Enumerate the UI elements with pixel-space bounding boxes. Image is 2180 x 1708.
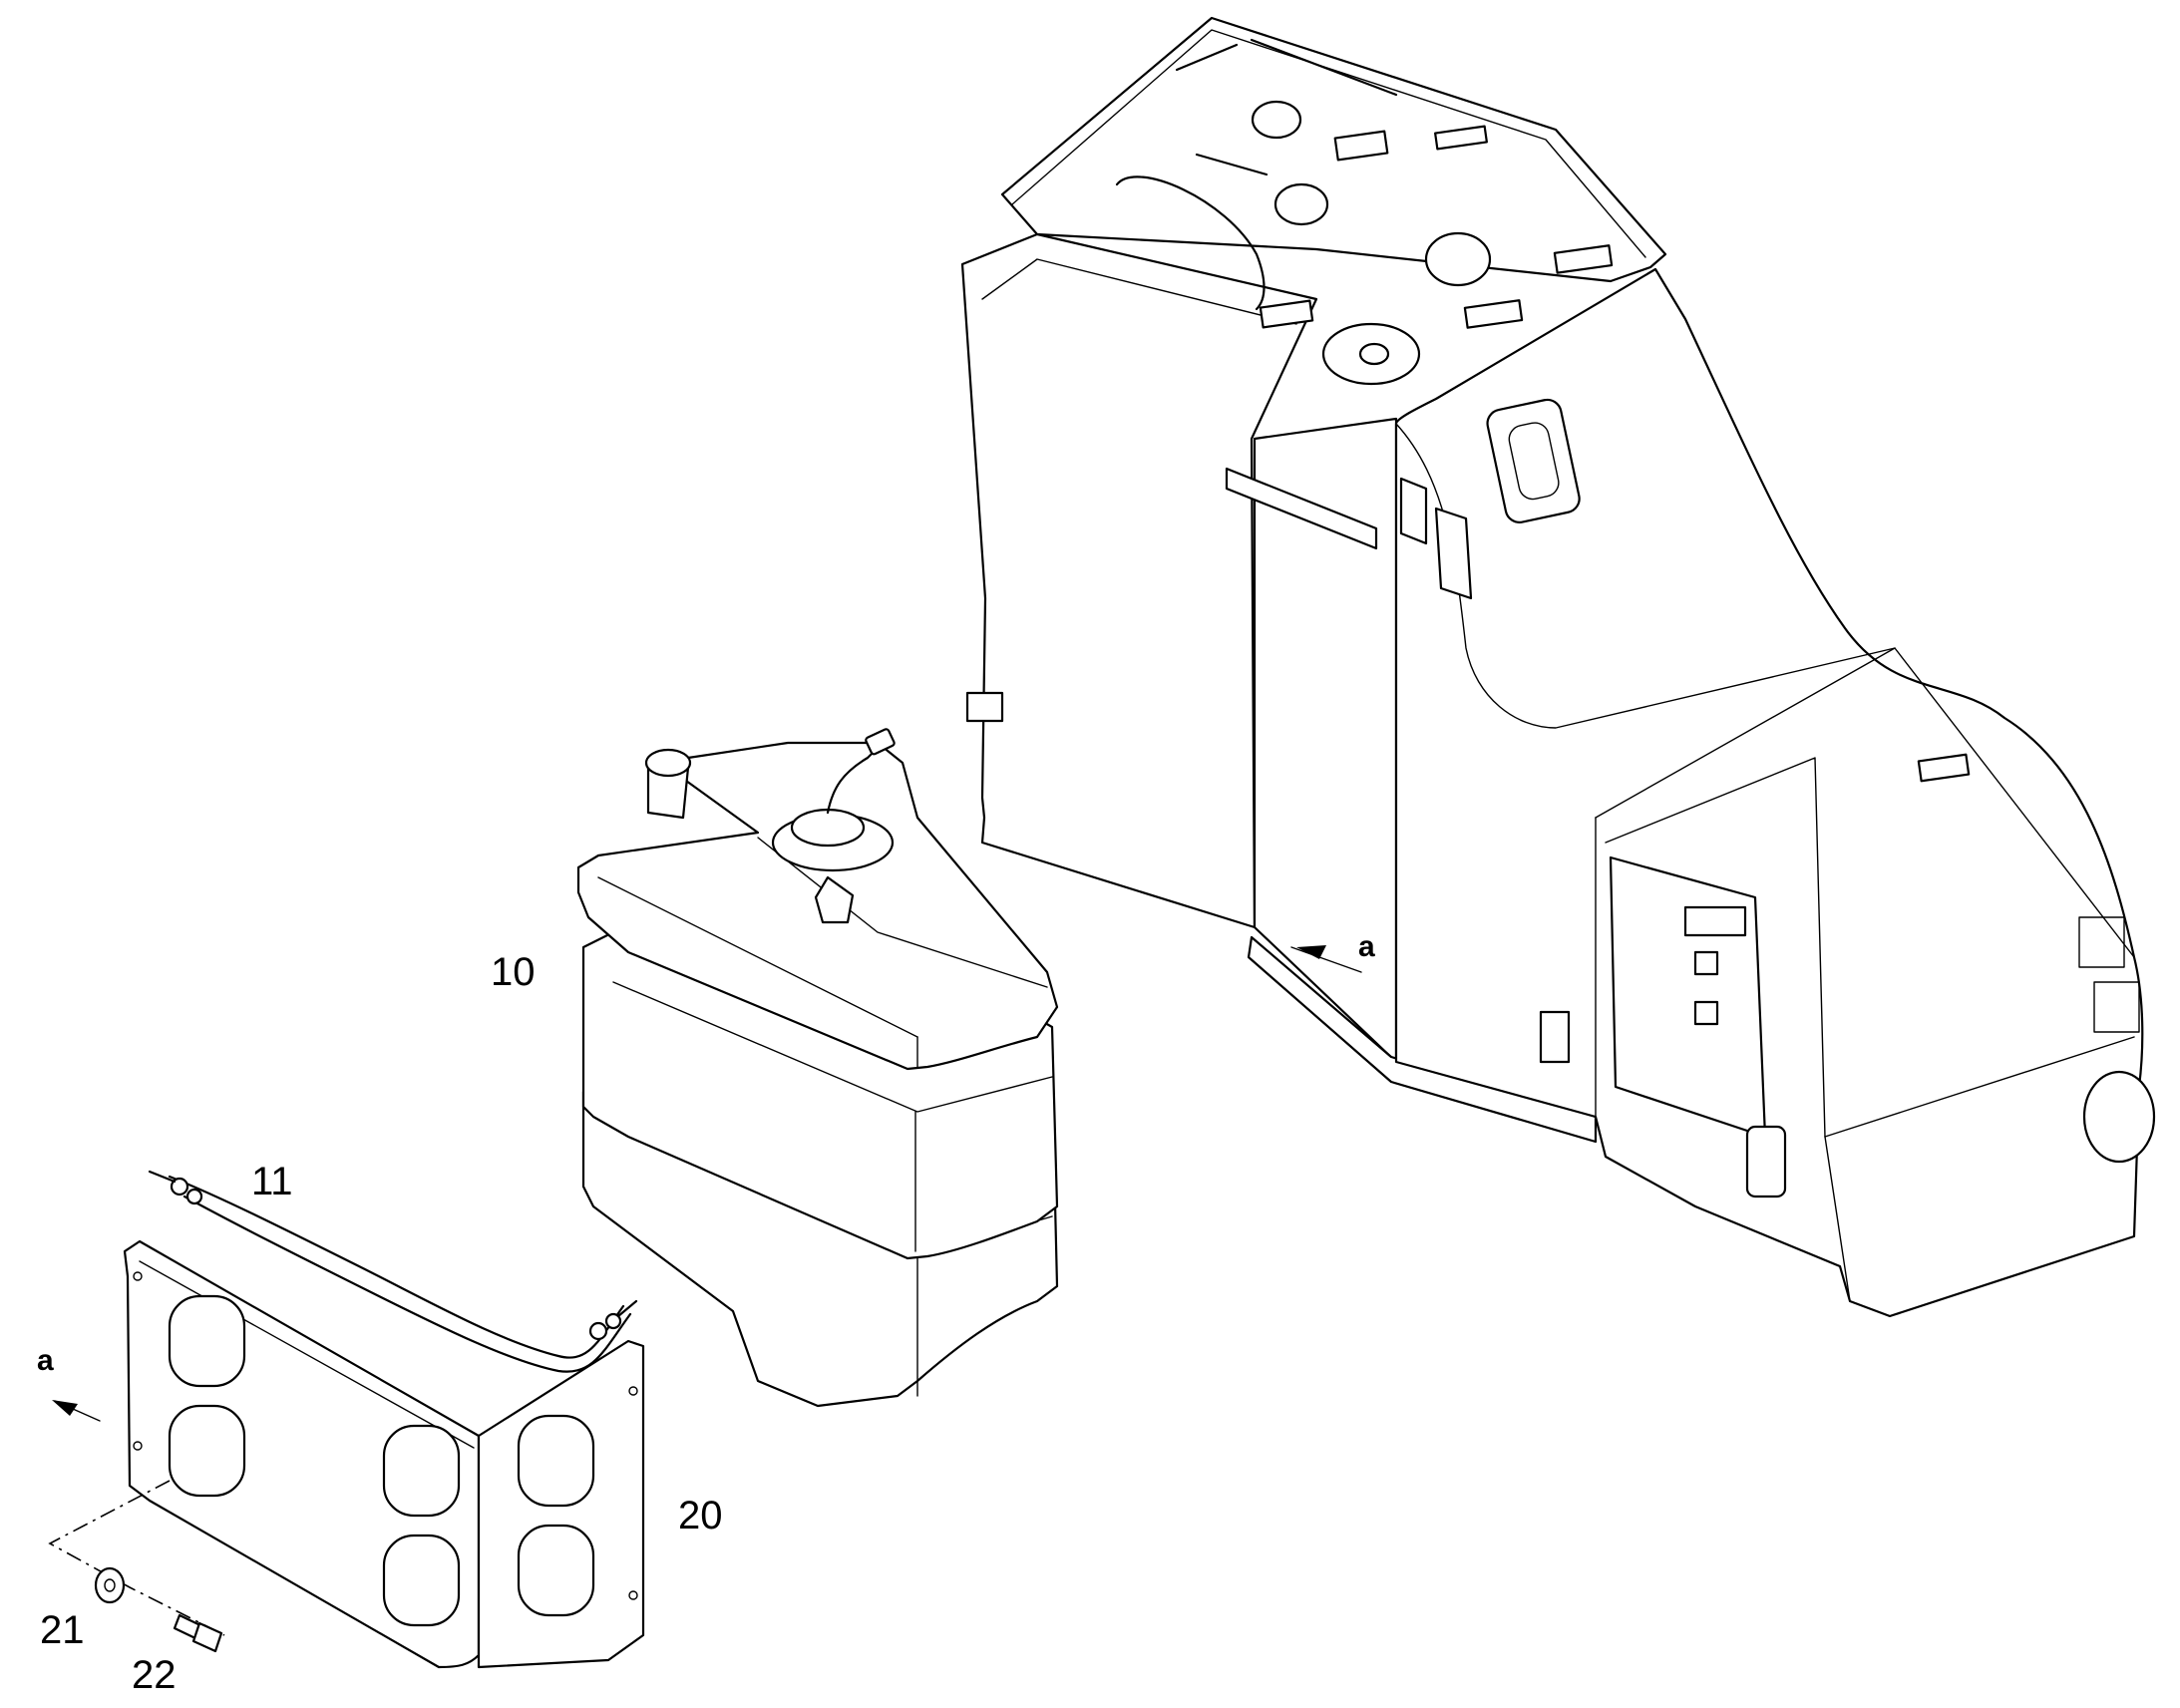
view-letter-bracket: a <box>37 1344 54 1377</box>
vent-grid <box>2078 916 2140 1033</box>
machine-frame <box>960 16 2156 1318</box>
frame-view-arrow <box>1290 945 1362 973</box>
callout-cable: 11 <box>251 1160 293 1203</box>
callout-bolt: 22 <box>132 1653 177 1697</box>
washer <box>94 1566 126 1604</box>
mounting-bracket <box>123 1239 645 1669</box>
bracket-view-arrow <box>52 1400 101 1422</box>
assembly-centerline <box>48 1480 225 1636</box>
bolt <box>173 1613 223 1653</box>
fuel-tank <box>576 728 1059 1408</box>
view-letter-frame: a <box>1358 930 1375 963</box>
callout-tank: 10 <box>491 950 536 994</box>
callout-bracket: 20 <box>678 1494 723 1537</box>
callout-washer: 21 <box>40 1608 85 1652</box>
